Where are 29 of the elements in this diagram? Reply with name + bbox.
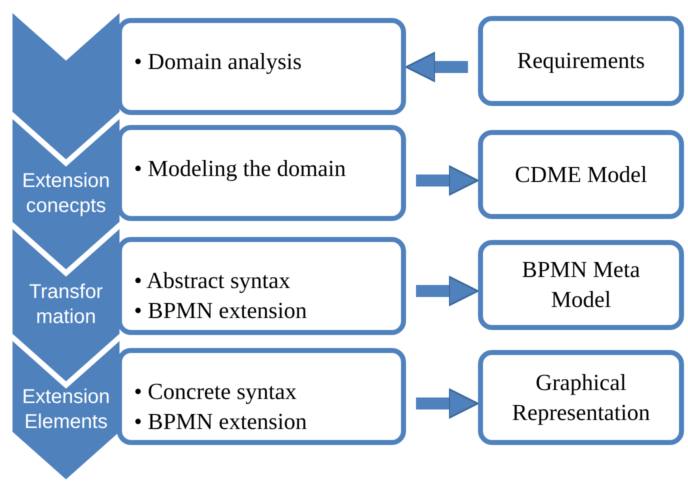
box-label: Graphical Representation [511, 368, 651, 427]
block-arrow [416, 276, 479, 306]
chevron-segment [12, 228, 120, 382]
stage-label: Extension conecpts [21, 169, 111, 219]
block-arrow [416, 165, 479, 196]
stage-label: Extension Elements [21, 385, 111, 435]
output-box [478, 130, 684, 219]
bullet-item: • Modeling the domain [134, 155, 346, 183]
block-arrow [405, 52, 468, 82]
bullet-item: • BPMN extension [134, 296, 307, 325]
output-box [478, 16, 684, 106]
chevron-segment [12, 12, 120, 160]
output-box [478, 240, 684, 330]
bullet-item: • Concrete syntax [134, 378, 297, 406]
block-arrow [416, 388, 479, 419]
activity-box [117, 348, 406, 445]
chevron-segment [12, 118, 120, 270]
activity-box [117, 237, 406, 335]
stage-label: Transfor mation [28, 280, 104, 330]
box-label: BPMN Meta Model [520, 256, 642, 314]
activity-box [117, 125, 406, 221]
box-label: Requirements [517, 47, 645, 76]
bullet-item: • Domain analysis [134, 48, 302, 76]
activity-box [117, 18, 406, 115]
chevron-segment [12, 340, 120, 480]
box-label: CDME Model [514, 160, 648, 189]
bullet-item: • Abstract syntax [134, 267, 290, 295]
output-box [478, 350, 684, 445]
bullet-item: • BPMN extension [134, 408, 307, 436]
